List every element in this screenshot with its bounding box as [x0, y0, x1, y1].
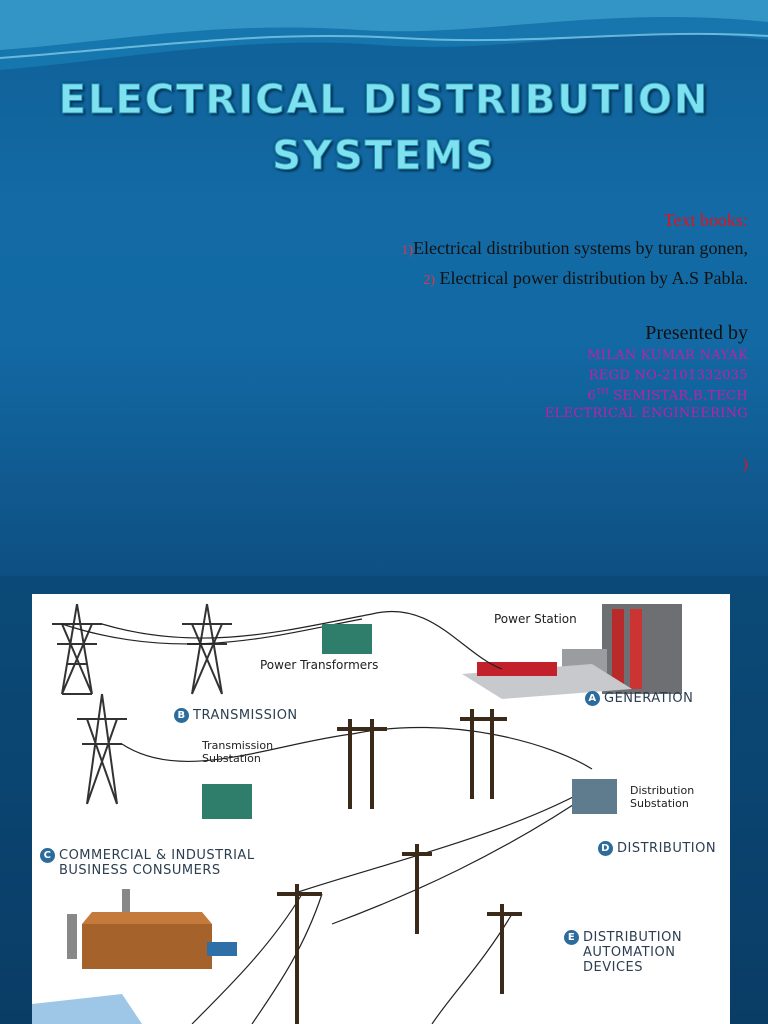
badge-a: A: [585, 691, 600, 706]
utility-poles: [277, 709, 522, 1024]
textbooks-label: Text books:: [663, 210, 748, 230]
presenter-semester: 6TH SEMISTAR,B.TECH: [587, 387, 748, 403]
title-line-2: SYSTEMS: [272, 133, 496, 180]
presented-by: Presented by: [645, 322, 748, 344]
generation-text: GENERATION: [604, 691, 694, 706]
book-1: 1)Electrical distribution systems by tur…: [401, 238, 748, 259]
automation-text-1: DISTRIBUTION: [583, 930, 683, 945]
power-station-label: Power Station: [494, 612, 577, 626]
power-transformer-graphic: [322, 624, 372, 654]
distribution-text: DISTRIBUTION: [617, 841, 717, 856]
transmission-substation-line-1: Transmission: [202, 739, 274, 752]
badge-c: C: [40, 848, 55, 863]
book-1-number: 1): [401, 243, 414, 258]
commercial-text-2: BUSINESS CONSUMERS: [59, 863, 221, 878]
distribution-substation-line-2: Substation: [630, 797, 689, 810]
stray-paren: ): [742, 456, 748, 473]
transmission-substation-graphic: [202, 784, 252, 819]
transmission-label: B TRANSMISSION: [174, 708, 298, 723]
title-line-1: ELECTRICAL DISTRIBUTION: [58, 77, 710, 124]
building-graphic: [32, 994, 142, 1024]
slide-title: ELECTRICAL DISTRIBUTION SYSTEMS: [0, 72, 768, 184]
badge-e: E: [564, 930, 579, 945]
power-station-graphic: [462, 604, 682, 699]
transmission-towers: [52, 603, 232, 805]
book-1-text: Electrical distribution systems by turan…: [413, 238, 748, 258]
diagram-slide: Power Station Power Transformers A GENERA…: [0, 576, 768, 1024]
semester-number: 6: [587, 388, 596, 404]
factory-graphic: [67, 889, 237, 969]
distribution-label: D DISTRIBUTION: [598, 841, 716, 856]
badge-d: D: [598, 841, 613, 856]
distribution-diagram: Power Station Power Transformers A GENERA…: [32, 594, 730, 1024]
presenter-name: MILAN KUMAR NAYAK: [587, 348, 748, 363]
title-slide: ELECTRICAL DISTRIBUTION SYSTEMS Text boo…: [0, 0, 768, 576]
generation-label: A GENERATION: [585, 691, 693, 706]
book-2-number: 2): [423, 273, 436, 288]
transmission-substation-line-2: Substation: [202, 752, 261, 765]
presenter-dept: ELECTRICAL ENGINEERING: [544, 406, 748, 421]
wave-decoration: [0, 0, 768, 70]
commercial-text-1: COMMERCIAL & INDUSTRIAL: [59, 848, 255, 863]
distribution-substation-line-1: Distribution: [630, 784, 695, 797]
transmission-text: TRANSMISSION: [193, 708, 298, 723]
semester-suffix: TH: [596, 387, 609, 396]
presenter-regd: REGD NO-2101332035: [588, 368, 748, 383]
power-transformers-label: Power Transformers: [260, 658, 379, 672]
automation-text-3: DEVICES: [583, 960, 643, 975]
automation-text-2: AUTOMATION: [583, 945, 676, 960]
badge-b: B: [174, 708, 189, 723]
book-2: 2) Electrical power distribution by A.S …: [423, 268, 748, 289]
book-2-text: Electrical power distribution by A.S Pab…: [435, 268, 748, 288]
diagram-illustration: [32, 603, 682, 1024]
semester-rest: SEMISTAR,B.TECH: [608, 388, 748, 404]
distribution-substation-graphic: [572, 779, 617, 814]
